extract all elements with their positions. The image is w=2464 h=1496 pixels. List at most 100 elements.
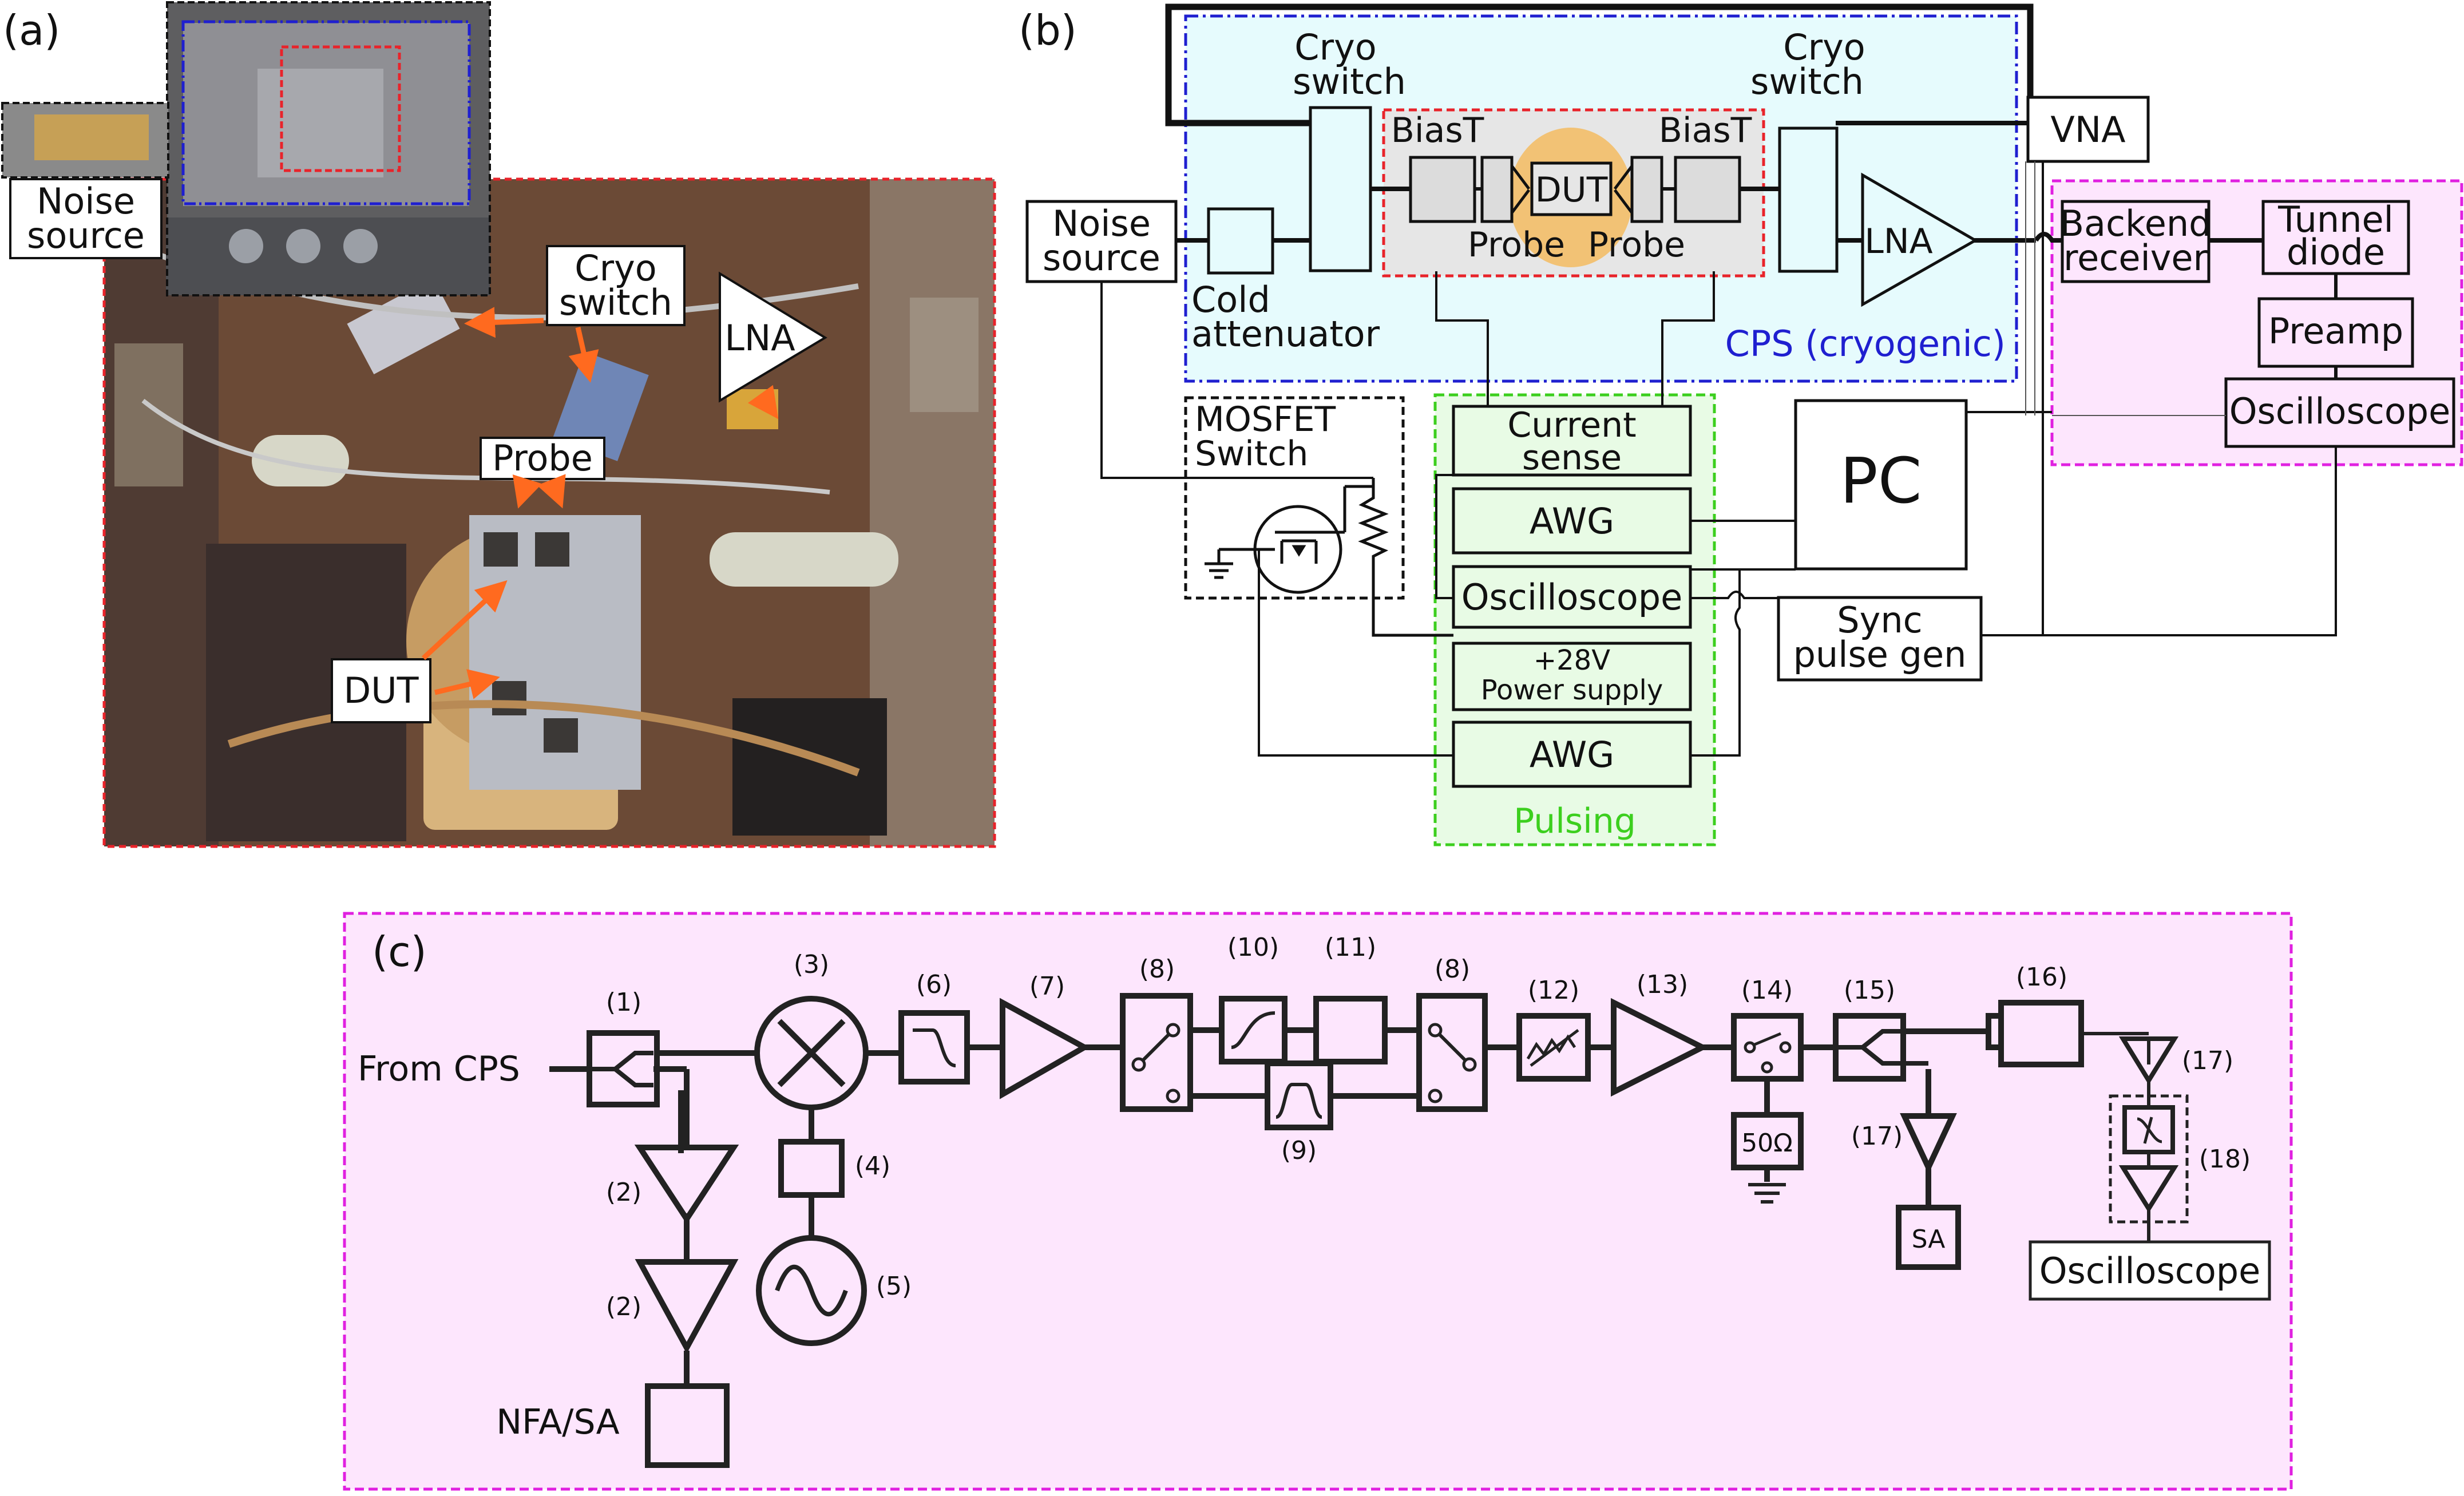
panel-b-label: (b)	[1019, 6, 1077, 54]
svg-text:(1): (1)	[606, 988, 641, 1017]
vna-loop-line	[1165, 3, 2034, 126]
svg-text:LNA: LNA	[724, 317, 795, 359]
svg-text:Noise: Noise	[37, 180, 135, 222]
cold-attenuator-label-1: Cold	[1191, 279, 1270, 320]
svg-text:switch: switch	[1293, 61, 1406, 102]
panel-a: (a)	[1, 1, 996, 848]
probe-left-label: Probe	[1468, 225, 1565, 265]
svg-text:(2): (2)	[606, 1292, 641, 1321]
svg-text:(11): (11)	[1325, 933, 1376, 962]
svg-text:DUT: DUT	[344, 670, 419, 711]
svg-text:AWG: AWG	[1530, 734, 1614, 775]
lna-label: LNA	[1864, 221, 1932, 262]
svg-text:NFA/SA: NFA/SA	[496, 1402, 619, 1442]
arrow-cryo-switch-a	[464, 307, 544, 338]
probe-right	[1630, 156, 1663, 223]
svg-text:(10): (10)	[1227, 933, 1279, 962]
svg-text:Oscilloscope: Oscilloscope	[2229, 390, 2451, 432]
svg-text:(18): (18)	[2199, 1145, 2251, 1174]
comp-11-block: (11)	[1313, 933, 1388, 1064]
svg-text:(12): (12)	[1528, 976, 1579, 1005]
svg-text:switch: switch	[1750, 61, 1864, 102]
svg-text:(6): (6)	[916, 970, 952, 999]
callout-probe: Probe	[480, 437, 605, 480]
current-sense-box	[1452, 405, 1692, 477]
photo-red-frame	[102, 177, 996, 848]
svg-text:Sync: Sync	[1837, 599, 1922, 641]
arrow-probe-a	[512, 474, 542, 509]
comp-12-attenuator: (12)	[1516, 976, 1591, 1082]
svg-text:(15): (15)	[1844, 976, 1895, 1005]
svg-text:PC: PC	[1840, 444, 1922, 517]
panel-c-label: (c)	[372, 928, 427, 976]
callout-cryo-switch: Cryo switch	[546, 245, 686, 326]
biast-right-label: BiasT	[1659, 110, 1752, 151]
callout-dut: DUT	[331, 658, 431, 723]
cps-inset-photo	[166, 2, 490, 295]
panel-b: (b) Cryo switch Cryo switc	[1019, 3, 2463, 846]
svg-text:Preamp: Preamp	[2268, 310, 2403, 352]
comp-13-amplifier: (13)	[1611, 970, 1709, 1097]
svg-text:(4): (4)	[855, 1151, 890, 1181]
noise-source-photo	[1, 102, 169, 179]
probe-left	[1480, 156, 1514, 223]
svg-text:Oscilloscope: Oscilloscope	[2039, 1250, 2261, 1292]
comp-9-bandpass: (9)	[1265, 1060, 1333, 1165]
biast-left-label: BiasT	[1391, 110, 1484, 151]
arrow-lna	[747, 385, 779, 419]
svg-text:Backend: Backend	[2059, 203, 2211, 244]
svg-text:receiver: receiver	[2063, 237, 2208, 279]
svg-text:(17): (17)	[1851, 1122, 1903, 1151]
cryo-switch-left: Cryo switch	[1293, 26, 1406, 272]
cryo-switch-right: Cryo switch	[1750, 26, 1865, 273]
pc-box	[1794, 399, 1968, 571]
vna-label: VNA	[2050, 109, 2125, 151]
svg-text:Noise: Noise	[1052, 203, 1151, 244]
sync-pulse-gen-box	[1777, 596, 1983, 682]
cold-attenuator-label-2: attenuator	[1191, 313, 1380, 355]
svg-text:diode: diode	[2287, 231, 2385, 273]
svg-text:(7): (7)	[1029, 972, 1065, 1001]
tunnel-diode-box	[2261, 200, 2410, 275]
cold-attenuator-box	[1207, 207, 1274, 275]
svg-text:pulse gen: pulse gen	[1793, 634, 1967, 675]
panel-c: (c) From CPS	[343, 912, 2293, 1491]
svg-text:source: source	[27, 215, 145, 256]
awg-top-box	[1452, 487, 1692, 555]
comp-14-switch: (14) 50Ω	[1731, 976, 1804, 1204]
comp-8-switch-right: (8)	[1416, 955, 1488, 1112]
svg-text:(9): (9)	[1281, 1136, 1317, 1165]
comp-8-switch-left: (8)	[1120, 955, 1193, 1112]
svg-text:Probe: Probe	[492, 437, 593, 479]
oscilloscope-mid-box	[1452, 565, 1692, 629]
comp-2-amplifiers: (2) (2) NFA/SA	[496, 1145, 739, 1468]
oscilloscope-right-box	[2224, 377, 2455, 448]
comp-4-block: (4)	[778, 1139, 890, 1198]
arrow-cryo-switch-b	[568, 327, 599, 383]
svg-text:SA: SA	[1912, 1225, 1946, 1254]
svg-text:Current: Current	[1507, 405, 1636, 445]
arrow-dut-b	[434, 669, 500, 699]
preamp-box	[2257, 297, 2414, 368]
svg-text:Cryo: Cryo	[1783, 26, 1865, 68]
arrow-dut-a	[421, 580, 508, 660]
arrow-probe-b	[537, 474, 566, 509]
comp-17-amplifier-sa: (17) SA	[1851, 1113, 1961, 1270]
vna-box	[2026, 96, 2150, 163]
comp-3-mixer: (3)	[754, 950, 869, 1110]
comp-6-filter: (6)	[898, 970, 970, 1085]
svg-text:sense: sense	[1522, 438, 1622, 478]
power-supply-box	[1452, 642, 1692, 711]
svg-text:Tunnel: Tunnel	[2277, 199, 2394, 240]
svg-text:(16): (16)	[2016, 963, 2067, 992]
svg-text:(2): (2)	[606, 1178, 641, 1207]
svg-text:50Ω: 50Ω	[1741, 1129, 1793, 1158]
comp-5-local-oscillator: (5)	[756, 1235, 912, 1346]
svg-text:source: source	[1043, 237, 1160, 279]
callout-lna: LNA	[719, 271, 827, 403]
biast-right	[1674, 156, 1741, 223]
svg-text:AWG: AWG	[1530, 500, 1614, 542]
svg-text:Cryo: Cryo	[1294, 26, 1376, 68]
biast-left	[1409, 156, 1476, 223]
